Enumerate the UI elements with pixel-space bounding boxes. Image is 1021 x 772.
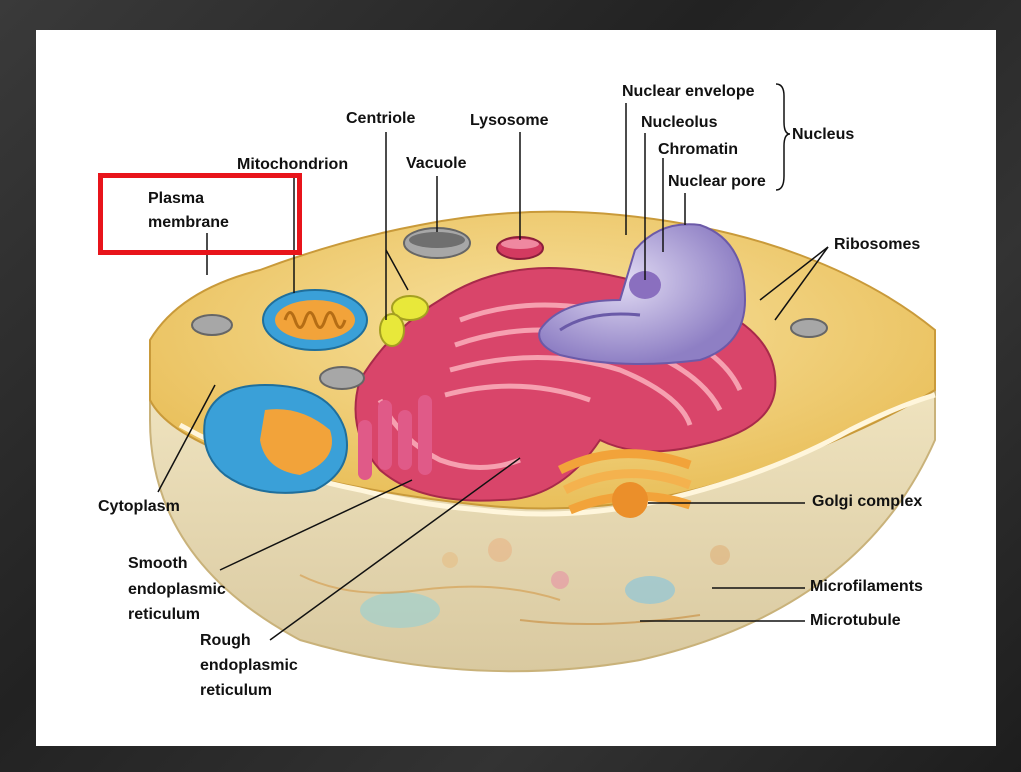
label-rough-er-line2: endoplasmic bbox=[200, 656, 298, 676]
label-nuclear-pore: Nuclear pore bbox=[668, 172, 766, 192]
vacuole-2 bbox=[320, 367, 364, 389]
label-rough-er-line3: reticulum bbox=[200, 681, 272, 701]
label-mitochondrion: Mitochondrion bbox=[237, 155, 348, 175]
label-microtubule: Microtubule bbox=[810, 611, 901, 631]
label-centriole: Centriole bbox=[346, 109, 415, 129]
label-smooth-er-line3: reticulum bbox=[128, 605, 200, 625]
label-rough-er-line1: Rough bbox=[200, 631, 251, 651]
label-chromatin: Chromatin bbox=[658, 140, 738, 160]
label-nucleus: Nucleus bbox=[792, 125, 854, 145]
label-lysosome: Lysosome bbox=[470, 111, 549, 131]
label-ribosomes: Ribosomes bbox=[834, 235, 920, 255]
label-smooth-er-line1: Smooth bbox=[128, 554, 188, 574]
label-microfilaments: Microfilaments bbox=[810, 577, 923, 597]
label-nucleolus: Nucleolus bbox=[641, 113, 717, 133]
label-smooth-er-line2: endoplasmic bbox=[128, 580, 226, 600]
label-plasma-membrane-line1: Plasma bbox=[148, 189, 204, 209]
label-vacuole: Vacuole bbox=[406, 154, 466, 174]
label-cytoplasm: Cytoplasm bbox=[98, 497, 180, 517]
label-golgi-complex: Golgi complex bbox=[812, 492, 922, 512]
label-plasma-membrane-line2: membrane bbox=[148, 213, 229, 233]
label-nuclear-envelope: Nuclear envelope bbox=[622, 82, 755, 102]
